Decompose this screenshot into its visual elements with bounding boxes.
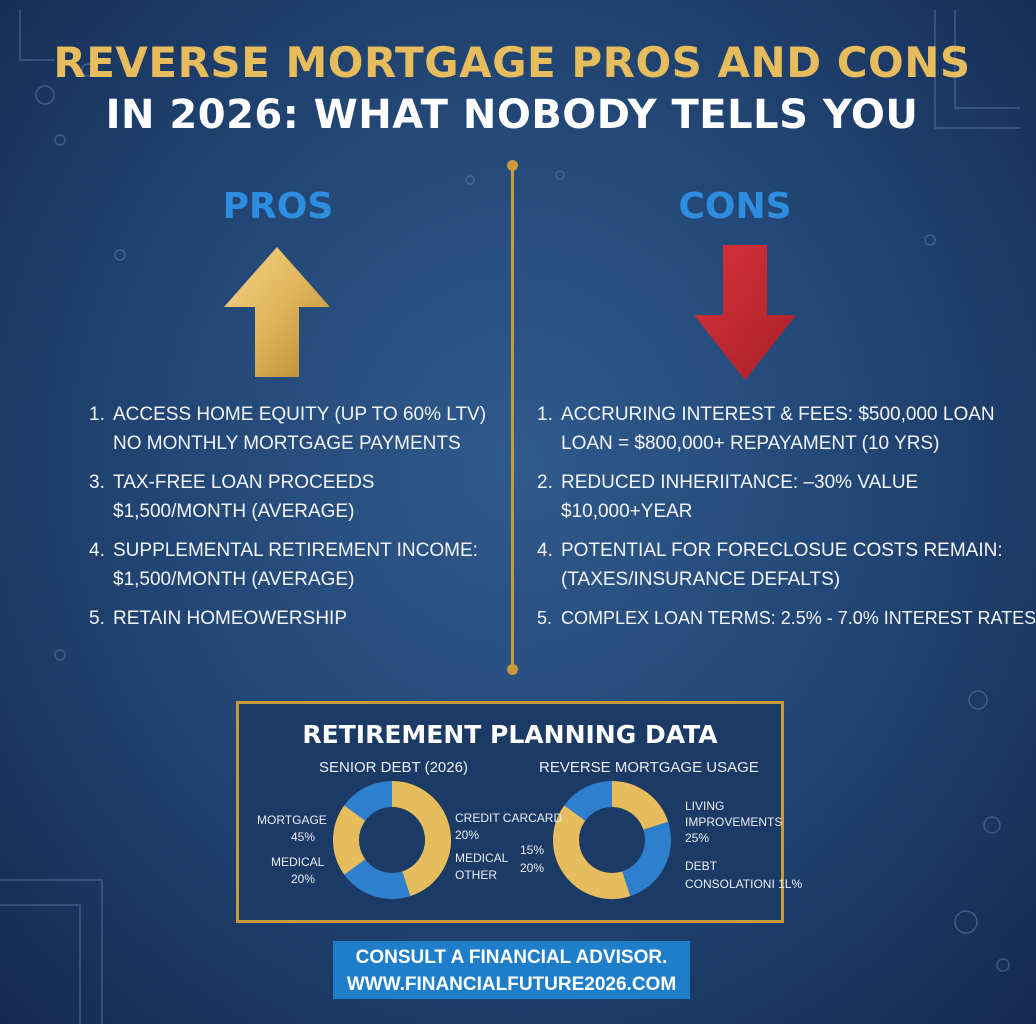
pros-item-text: SUPPLEMENTAL RETIREMENT INCOME: bbox=[113, 540, 478, 561]
cons-item-text: REDUCED INHERIITANCE: –30% VALUE bbox=[561, 472, 919, 493]
reverse-mortgage-usage-donut-chart bbox=[553, 781, 671, 899]
pros-heading: PROS bbox=[222, 186, 334, 227]
cons-item-2: 2. REDUCED INHERIITANCE: –30% VALUE $10,0… bbox=[537, 468, 918, 526]
pros-item-text: ACCESS HOME EQUITY (UP TO 60% LTV) bbox=[113, 404, 487, 425]
cons-item-number: 4. bbox=[537, 540, 553, 561]
pros-item-1: 1. ACCESS HOME EQUITY (UP TO 60% LTV) NO … bbox=[89, 400, 486, 458]
retirement-data-panel: RETIREMENT PLANNING DATA SENIOR DEBT (20… bbox=[236, 701, 802, 923]
arrow-up-icon bbox=[224, 247, 330, 377]
cons-item-1: 1. ACCRURING INTEREST & FEES: $500,000 LO… bbox=[537, 400, 995, 458]
usage-segment-2 bbox=[621, 821, 671, 897]
cons-item-subtext: LOAN = $800,000+ REPAYAMENT (10 YRS) bbox=[561, 433, 940, 454]
center-divider bbox=[511, 165, 514, 670]
reverse-mortgage-usage-subtitle: REVERSE MORTGAGE USAGE bbox=[539, 759, 759, 776]
pros-item-subtext: $1,500/MONTH (AVERAGE) bbox=[113, 501, 355, 522]
senior-debt-subtitle: SENIOR DEBT (2026) bbox=[319, 759, 468, 776]
cons-item-number: 2. bbox=[537, 472, 553, 493]
pros-item-number: 1. bbox=[89, 404, 105, 425]
label-consolidation: CONSOLATIONI 1L% bbox=[685, 877, 803, 891]
pros-item-3: 4. SUPPLEMENTAL RETIREMENT INCOME: $1,500… bbox=[89, 536, 478, 594]
label-medical: MEDICAL bbox=[271, 855, 325, 869]
divider-bottom-dot bbox=[507, 664, 518, 675]
pros-item-4: 5. RETAIN HOMEOWERSHIP bbox=[89, 604, 347, 633]
usage-segment-1 bbox=[611, 781, 669, 831]
label-usage-pct-1: 15% bbox=[520, 843, 545, 857]
usage-segment-3 bbox=[553, 805, 631, 899]
website-link[interactable]: WWW.FINANCIALFUTURE2026.COM bbox=[346, 974, 677, 995]
pros-item-number: 5. bbox=[89, 608, 105, 629]
label-improvements: IMPROVEMENTS bbox=[685, 815, 783, 829]
senior-debt-segment-4 bbox=[344, 781, 393, 822]
advisor-banner[interactable]: CONSULT A FINANCIAL ADVISOR. WWW.FINANCI… bbox=[333, 941, 690, 999]
cons-item-subtext: $10,000+YEAR bbox=[561, 501, 693, 522]
cons-item-number: 1. bbox=[537, 404, 553, 425]
data-panel-title: RETIREMENT PLANNING DATA bbox=[302, 720, 718, 749]
pros-item-number: 3. bbox=[89, 472, 105, 493]
label-credit-card-pct: 20% bbox=[455, 828, 480, 842]
pros-item-number: 4. bbox=[89, 540, 105, 561]
pros-item-text: RETAIN HOMEOWERSHIP bbox=[113, 608, 347, 629]
label-medical-other-1: MEDICAL bbox=[455, 851, 509, 865]
label-debt: DEBT bbox=[685, 859, 718, 873]
label-improvements-pct: 25% bbox=[685, 831, 710, 845]
label-mortgage-pct: 45% bbox=[291, 830, 316, 844]
title-line-2: IN 2026: WHAT NOBODY TELLS YOU bbox=[105, 92, 919, 138]
pros-item-subtext: $1,500/MONTH (AVERAGE) bbox=[113, 569, 355, 590]
cons-heading: CONS bbox=[678, 186, 792, 227]
pros-item-subtext: NO MONTHLY MORTGAGE PAYMENTS bbox=[113, 433, 461, 454]
label-usage-pct-2: 20% bbox=[520, 861, 545, 875]
cons-item-number: 5. bbox=[537, 608, 553, 628]
cons-item-subtext: (TAXES/INSURANCE DEFALTS) bbox=[561, 569, 841, 590]
label-mortgage: MORTGAGE bbox=[257, 813, 327, 827]
label-medical-pct: 20% bbox=[291, 872, 316, 886]
cons-item-3: 4. POTENTIAL FOR FORECLOSUE COSTS REMAIN:… bbox=[537, 536, 1003, 594]
senior-debt-segment-1 bbox=[391, 781, 451, 897]
advisor-banner-line1: CONSULT A FINANCIAL ADVISOR. bbox=[355, 947, 668, 968]
cons-item-text: ACCRURING INTEREST & FEES: $500,000 LOAN bbox=[561, 404, 995, 425]
cons-item-4: 5. COMPLEX LOAN TERMS: 2.5% - 7.0% INTERE… bbox=[537, 604, 1036, 633]
senior-debt-segment-2 bbox=[344, 858, 411, 899]
senior-debt-donut-chart bbox=[333, 781, 451, 899]
senior-debt-segment-3 bbox=[333, 805, 366, 875]
label-living: LIVING bbox=[685, 799, 725, 813]
pros-item-text: TAX-FREE LOAN PROCEEDS bbox=[113, 472, 375, 493]
label-credit-card: CREDIT CARCARD bbox=[455, 811, 563, 825]
pros-item-2: 3. TAX-FREE LOAN PROCEEDS $1,500/MONTH (A… bbox=[89, 468, 374, 526]
title-line-1: REVERSE MORTGAGE PROS AND CONS bbox=[53, 38, 971, 87]
cons-item-text: POTENTIAL FOR FORECLOSUE COSTS REMAIN: bbox=[561, 540, 1003, 561]
cons-item-text: COMPLEX LOAN TERMS: 2.5% - 7.0% INTEREST… bbox=[561, 608, 1036, 628]
label-medical-other-2: OTHER bbox=[455, 868, 497, 882]
usage-segment-4 bbox=[564, 781, 613, 822]
arrow-down-icon bbox=[694, 245, 796, 380]
